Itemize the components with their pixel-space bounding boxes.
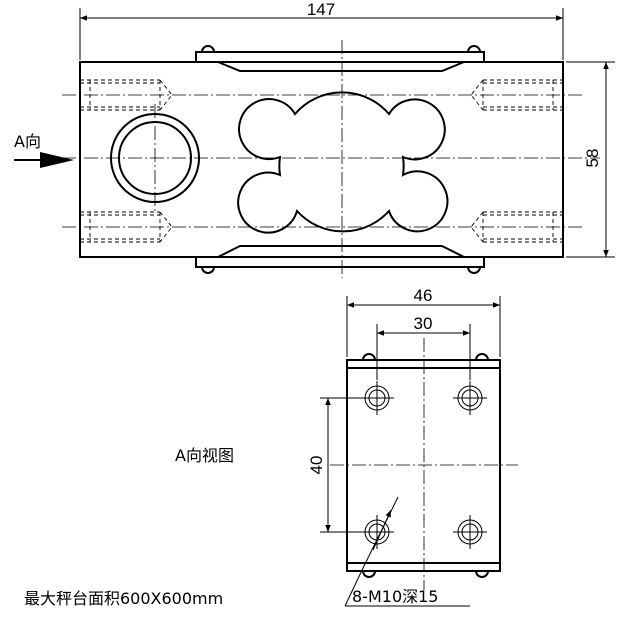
bottom-clamp-plate xyxy=(195,245,485,274)
dimension-30-label: 30 xyxy=(414,314,433,333)
dimension-147: 147 xyxy=(79,0,564,60)
dimension-30: 30 xyxy=(376,314,471,380)
dimension-58-label: 58 xyxy=(583,149,602,168)
end-view-title: A向视图 xyxy=(175,446,234,465)
end-view-body xyxy=(346,359,501,572)
dimension-58: 58 xyxy=(566,61,615,258)
top-view: 147 58 A向 xyxy=(14,0,615,278)
thread-spec-label: 8-M10深15 xyxy=(352,587,438,606)
thread-hole-br xyxy=(453,515,487,549)
platform-note: 最大秤台面积600X600mm xyxy=(24,589,223,608)
dimension-46: 46 xyxy=(346,286,501,357)
thread-hole-bl xyxy=(360,515,394,549)
sensing-cutout xyxy=(237,91,449,234)
dimension-40: 40 xyxy=(307,397,362,533)
dimension-147-label: 147 xyxy=(307,0,335,19)
end-view: 46 30 40 8-M10深15 xyxy=(307,286,518,607)
top-clamp-plate xyxy=(195,45,485,72)
view-direction-indicator: A向 xyxy=(14,132,74,168)
dimension-40-label: 40 xyxy=(307,456,326,475)
thread-spec-leader: 8-M10深15 xyxy=(344,496,470,607)
view-arrow-icon xyxy=(40,152,74,168)
dimension-46-label: 46 xyxy=(414,286,433,305)
thread-hole-tl xyxy=(360,381,394,415)
view-direction-label: A向 xyxy=(14,132,41,151)
thread-hole-tr xyxy=(453,381,487,415)
